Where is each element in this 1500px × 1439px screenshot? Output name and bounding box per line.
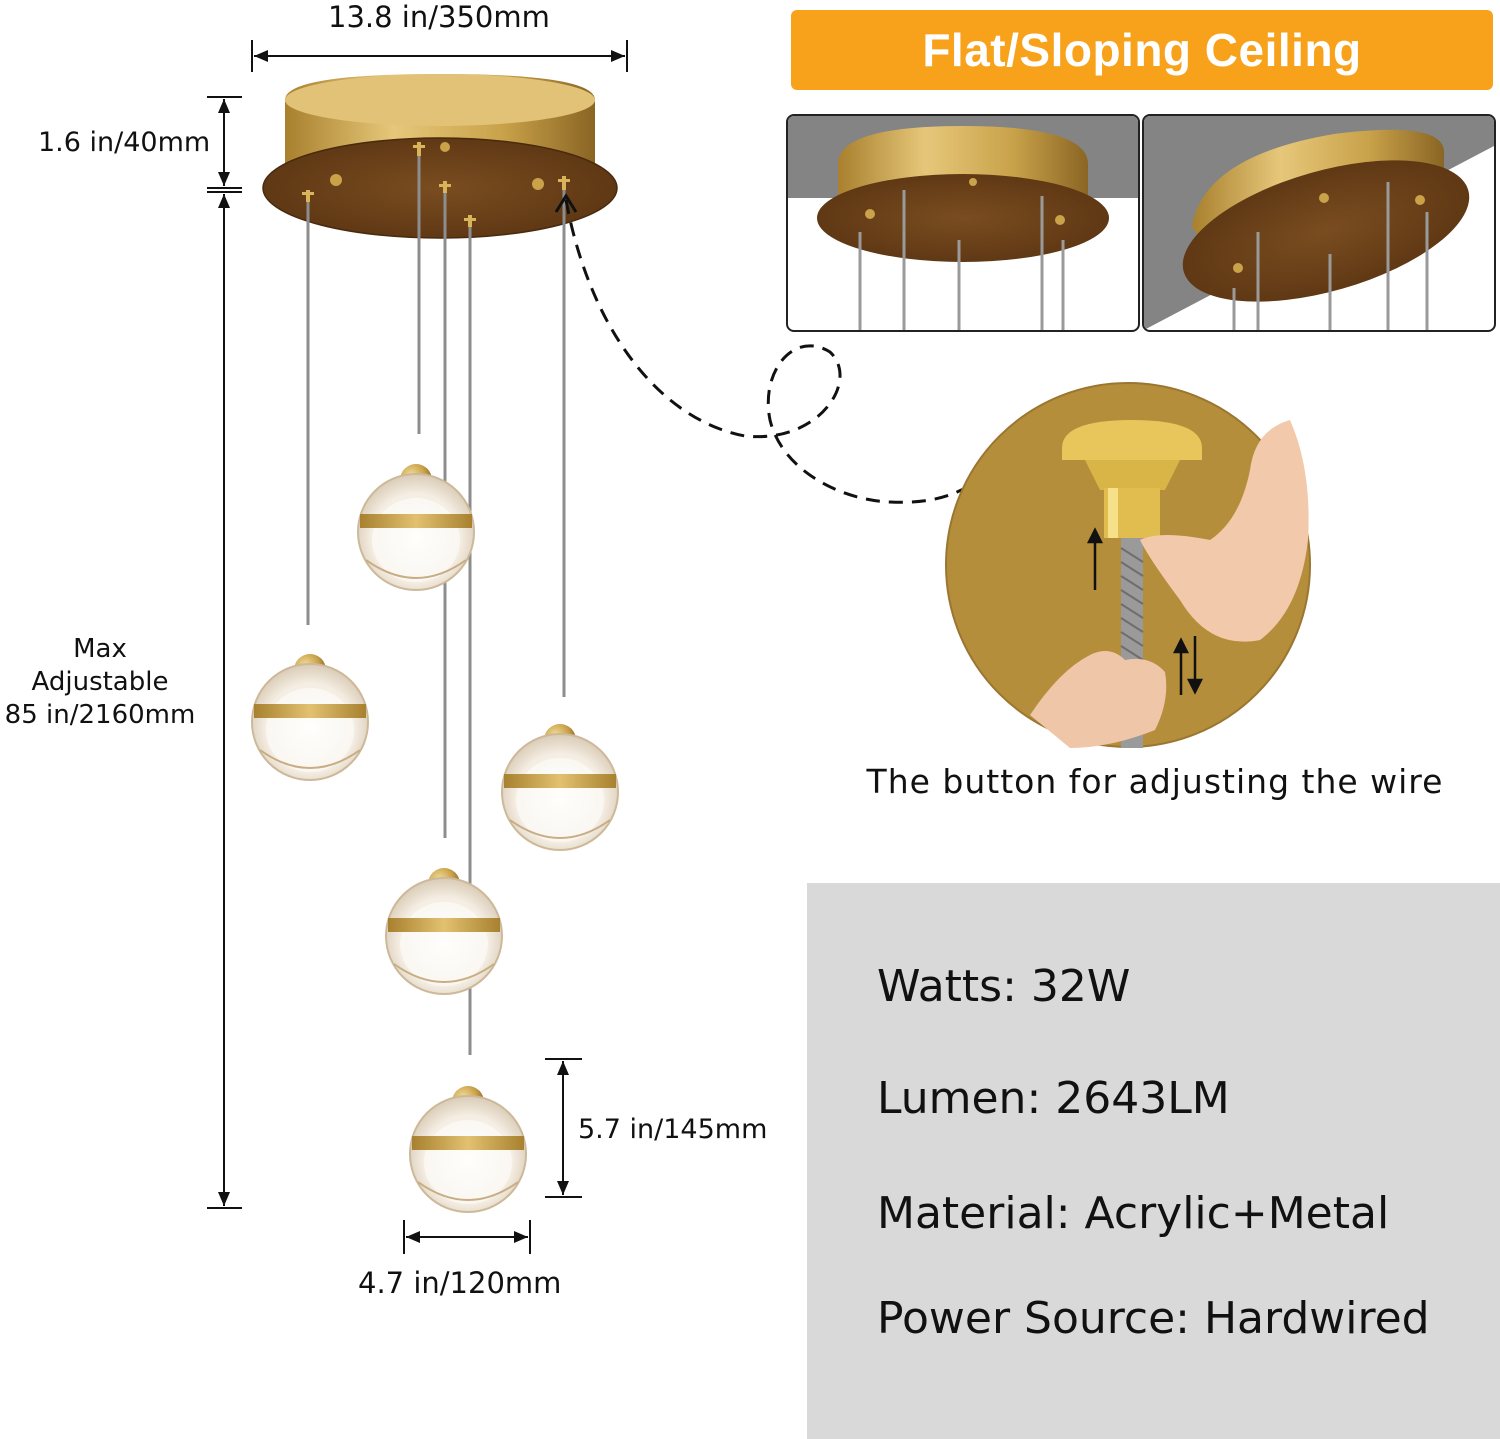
pendant-globe [385,867,503,995]
ceiling-canopy [262,74,618,239]
globe-height-dimension [545,1058,582,1198]
detail-caption: The button for adjusting the wire [866,762,1444,801]
canopy-height-label: 1.6 in/40mm [38,127,211,158]
specs-panel: Watts: 32W Lumen: 2643LM Material: Acryl… [807,883,1500,1439]
globe-width-label: 4.7 in/120mm [358,1266,562,1300]
spec-watts: Watts: 32W [877,961,1131,1012]
max-adjustable-line-3: 85 in/2160mm [4,700,196,730]
globe-height-label: 5.7 in/145mm [578,1114,768,1145]
canopy-width-dimension [251,40,628,72]
max-adjustable-line-2: Adjustable [31,667,169,697]
pendant-globe [357,463,475,591]
flat-ceiling-panel [786,114,1140,332]
pendant-globe [251,653,369,781]
max-adjustable-dimension [207,191,242,1209]
banner-title: Flat/Sloping Ceiling [922,24,1362,76]
max-adjustable-label: Max Adjustable 85 in/2160mm [0,633,200,732]
max-adjustable-line-1: Max [73,634,127,664]
canopy-height-dimension [207,96,242,189]
canopy-width-label: 13.8 in/350mm [328,0,550,34]
sloping-ceiling-illustration [1144,116,1494,330]
wire-adjuster-detail [945,382,1311,748]
globe-width-dimension [403,1220,531,1254]
ceiling-type-banner: Flat/Sloping Ceiling [791,10,1493,90]
pendant-globe [409,1085,527,1213]
flat-ceiling-illustration [788,116,1138,330]
spec-material: Material: Acrylic+Metal [877,1188,1390,1239]
sloping-ceiling-panel [1142,114,1496,332]
spec-lumen: Lumen: 2643LM [877,1073,1230,1124]
pendant-globe [501,723,619,851]
detail-callout-line [554,193,971,504]
spec-power-source: Power Source: Hardwired [877,1293,1430,1344]
